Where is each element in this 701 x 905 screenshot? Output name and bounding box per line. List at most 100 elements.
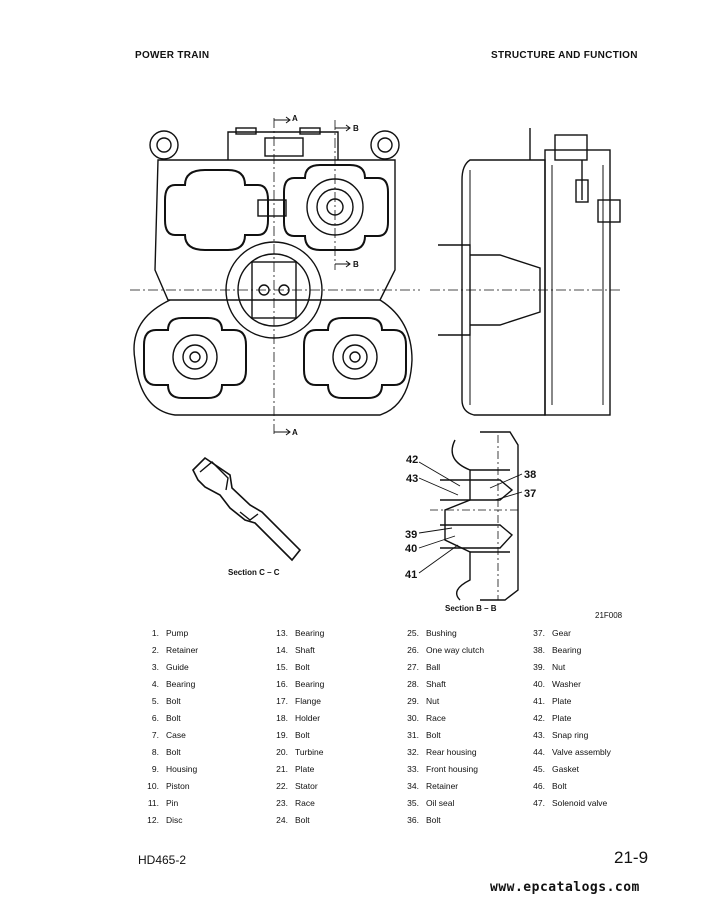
list-item: 33. Front housing	[395, 764, 484, 781]
list-item: 41. Plate	[521, 696, 611, 713]
list-item: 36.Bolt	[395, 815, 484, 832]
part-number: 12.	[147, 815, 159, 825]
callout-42: 42	[406, 454, 418, 466]
list-item: 39. Nut	[521, 662, 611, 679]
list-item: 18. Holder	[264, 713, 324, 730]
part-number: 24.	[276, 815, 288, 825]
part-name: Pump	[166, 628, 189, 638]
part-number: 45.	[533, 764, 545, 774]
part-number: 36.	[407, 815, 419, 825]
part-name: Bolt	[426, 730, 441, 740]
section-markers: A B B A	[292, 114, 359, 437]
part-number: 20.	[276, 747, 288, 757]
part-number: 7.	[151, 730, 159, 740]
list-item: 43. Snap ring	[521, 730, 611, 747]
technical-drawing: A B B A 42 43 38 37 39 40 41	[130, 114, 621, 601]
footer-model: HD465-2	[138, 853, 187, 867]
part-number: 38.	[533, 645, 545, 655]
list-item: 31.Bolt	[395, 730, 484, 747]
part-number: 30.	[407, 713, 419, 723]
part-name: Solenoid valve	[552, 798, 608, 808]
part-name: Bearing	[166, 679, 196, 689]
part-number: 4.	[151, 679, 159, 689]
part-number: 1.	[151, 628, 159, 638]
part-name: Bolt	[166, 696, 181, 706]
part-name: Bolt	[166, 713, 181, 723]
part-name: Guide	[166, 662, 189, 672]
part-number: 43.	[533, 730, 545, 740]
part-number: 29.	[407, 696, 419, 706]
part-number: 14.	[276, 645, 288, 655]
list-item: 45.Gasket	[521, 764, 611, 781]
part-name: Front housing	[426, 764, 478, 774]
list-item: 29.Nut	[395, 696, 484, 713]
list-item: 20.Turbine	[264, 747, 324, 764]
callout-40: 40	[405, 543, 417, 555]
part-number: 16.	[276, 679, 288, 689]
part-name: One way clutch	[426, 645, 485, 655]
list-item: 37.Gear	[521, 628, 611, 645]
part-number: 18.	[276, 713, 288, 723]
header-section-title: POWER TRAIN	[135, 50, 210, 61]
list-item: 46.Bolt	[521, 781, 611, 798]
part-name: Holder	[295, 713, 321, 723]
part-number: 9.	[151, 764, 159, 774]
callout-37: 37	[524, 488, 536, 500]
part-number: 22.	[276, 781, 288, 791]
part-number: 33.	[407, 764, 419, 774]
part-name: Bolt	[295, 662, 310, 672]
part-name: Pin	[166, 798, 179, 808]
part-number: 44.	[533, 747, 545, 757]
callouts: 42 43 38 37 39 40 41	[405, 454, 536, 581]
side-view	[430, 128, 621, 416]
part-number: 46.	[533, 781, 545, 791]
list-item: 42.Plate	[521, 713, 611, 730]
list-item: 23.Race	[264, 798, 324, 815]
part-number: 21.	[276, 764, 288, 774]
part-number: 47.	[533, 798, 545, 808]
part-number: 40.	[533, 679, 545, 689]
part-name: Washer	[552, 679, 581, 689]
part-number: 10.	[147, 781, 159, 791]
part-name: Rear housing	[426, 747, 477, 757]
part-name: Plate	[552, 696, 572, 706]
list-item: 13.Bearing	[264, 628, 324, 645]
part-number: 13.	[276, 628, 288, 638]
list-item: 19.Bolt	[264, 730, 324, 747]
list-item: 11.Pin	[135, 798, 198, 815]
list-item: 7.Case	[135, 730, 198, 747]
list-item: 2.Retainer	[135, 645, 198, 662]
list-item: 26.One way clutch	[395, 645, 484, 662]
callout-38: 38	[524, 469, 536, 481]
part-number: 32.	[407, 747, 419, 757]
part-name: Gear	[552, 628, 571, 638]
part-name: Bearing	[552, 645, 582, 655]
part-name: Bolt	[166, 747, 181, 757]
footer-page-number: 21-9	[614, 848, 649, 867]
list-item: 44.Valve assembly	[521, 747, 611, 764]
part-name: Oil seal	[426, 798, 455, 808]
part-number: 25.	[407, 628, 419, 638]
part-number: 27.	[407, 662, 419, 672]
part-name: Shaft	[295, 645, 315, 655]
marker-a-bottom: A	[292, 428, 298, 437]
part-name: Flange	[295, 696, 321, 706]
part-name: Bolt	[295, 730, 310, 740]
part-number: 39.	[533, 662, 545, 672]
part-number: 41.	[533, 696, 545, 706]
part-number: 23.	[276, 798, 288, 808]
front-view	[130, 116, 420, 436]
part-name: Race	[426, 713, 446, 723]
section-c-caption: Section C – C	[228, 568, 280, 577]
list-item: 3.Guide	[135, 662, 198, 679]
section-b-view	[418, 431, 523, 601]
header-chapter-title: STRUCTURE AND FUNCTION	[491, 50, 638, 61]
section-c-view	[192, 456, 302, 562]
part-name: Snap ring	[552, 730, 589, 740]
list-item: 16.Bearing	[264, 679, 324, 696]
part-number: 2.	[151, 645, 159, 655]
part-name: Plate	[295, 764, 315, 774]
part-name: Nut	[552, 662, 566, 672]
